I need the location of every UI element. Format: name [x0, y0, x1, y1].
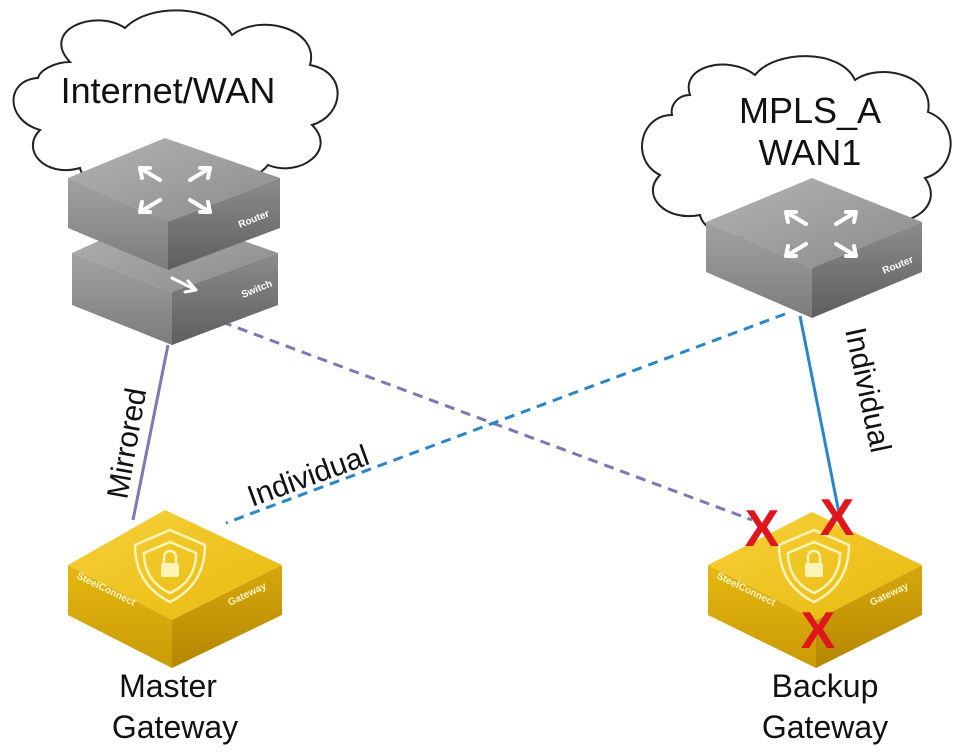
switch-to-backup-link	[221, 320, 753, 522]
master-gateway: SteelConnect Gateway	[68, 510, 282, 668]
individual-right-link	[798, 315, 842, 519]
failure-mark-top: X	[820, 489, 855, 547]
mpls-label-line1: MPLS_A	[739, 90, 881, 131]
right-router: Router	[706, 178, 922, 318]
internet-wan-label: Internet/WAN	[61, 70, 276, 111]
router-arrows-icon	[784, 210, 858, 258]
master-label-line2: Gateway	[112, 709, 238, 745]
router-arrows-icon	[138, 166, 212, 214]
mirrored-link	[131, 344, 170, 521]
backup-label-line1: Backup	[772, 668, 879, 704]
failure-mark-bottom: X	[801, 602, 836, 660]
individual-right-label: Individual	[838, 325, 897, 456]
shield-lock-icon	[777, 528, 851, 604]
master-label-line1: Master	[119, 668, 217, 704]
links	[131, 312, 842, 525]
failure-mark-left: X	[745, 500, 780, 558]
backup-label-line2: Gateway	[762, 709, 888, 745]
mirrored-label: Mirrored	[101, 385, 153, 501]
individual-cross-label: Individual	[243, 439, 373, 513]
internet-wan-cloud: Internet/WAN	[12, 9, 339, 189]
switch-arrow-icon	[170, 276, 198, 294]
shield-lock-icon	[133, 528, 207, 604]
left-router: Router	[68, 138, 280, 270]
mpls-label-line2: WAN1	[759, 132, 862, 173]
mpls-wan1-cloud: MPLS_A WAN1	[641, 55, 952, 239]
individual-cross-link	[225, 312, 786, 525]
backup-gateway: SteelConnect Gateway	[708, 512, 922, 668]
